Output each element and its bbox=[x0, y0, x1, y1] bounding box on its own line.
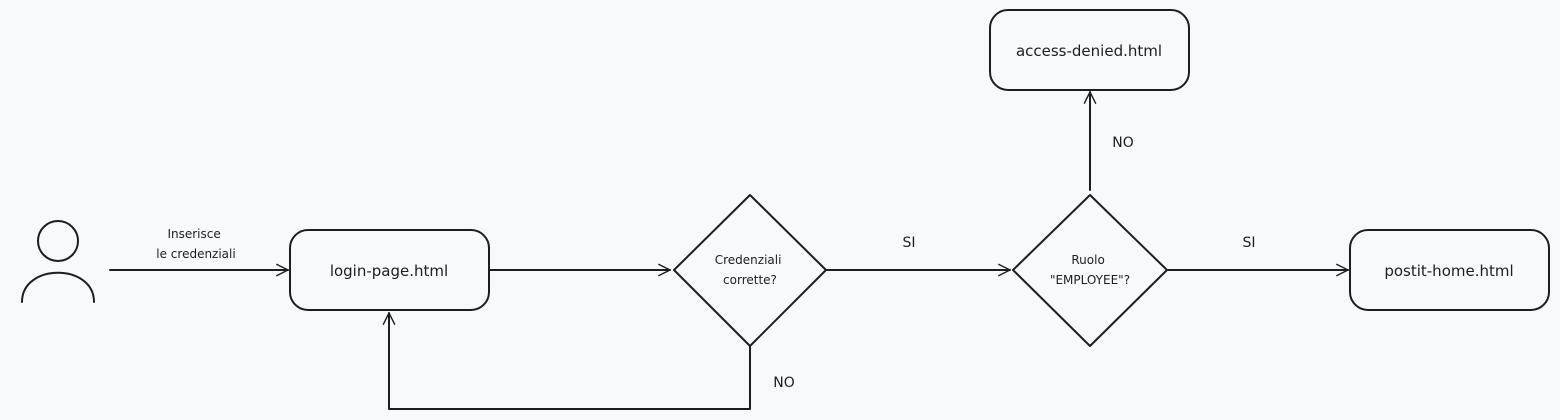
decision-role: Ruolo "EMPLOYEE"? bbox=[1012, 194, 1168, 347]
node-postit-home: postit-home.html bbox=[1349, 229, 1550, 311]
edge-label-enter-credentials: Inserisce le credenziali bbox=[156, 227, 235, 261]
edge-label-role-no: NO bbox=[1112, 135, 1134, 151]
decision-role-label: Ruolo "EMPLOYEE"? bbox=[1050, 253, 1130, 287]
edge-label-credentials-no: NO bbox=[773, 375, 795, 391]
edge-label-credentials-yes: SI bbox=[902, 235, 915, 251]
node-login-page-label: login-page.html bbox=[330, 262, 448, 280]
arrow-credentials-no bbox=[382, 312, 751, 410]
node-login-page: login-page.html bbox=[289, 229, 490, 311]
node-access-denied-label: access-denied.html bbox=[1016, 42, 1162, 60]
decision-credentials-label: Credenziali corrette? bbox=[715, 253, 786, 287]
decision-credentials: Credenziali corrette? bbox=[673, 194, 827, 347]
node-postit-home-label: postit-home.html bbox=[1384, 262, 1513, 280]
node-access-denied: access-denied.html bbox=[989, 9, 1190, 91]
edge-label-role-yes: SI bbox=[1242, 235, 1255, 251]
user-icon bbox=[21, 220, 95, 303]
